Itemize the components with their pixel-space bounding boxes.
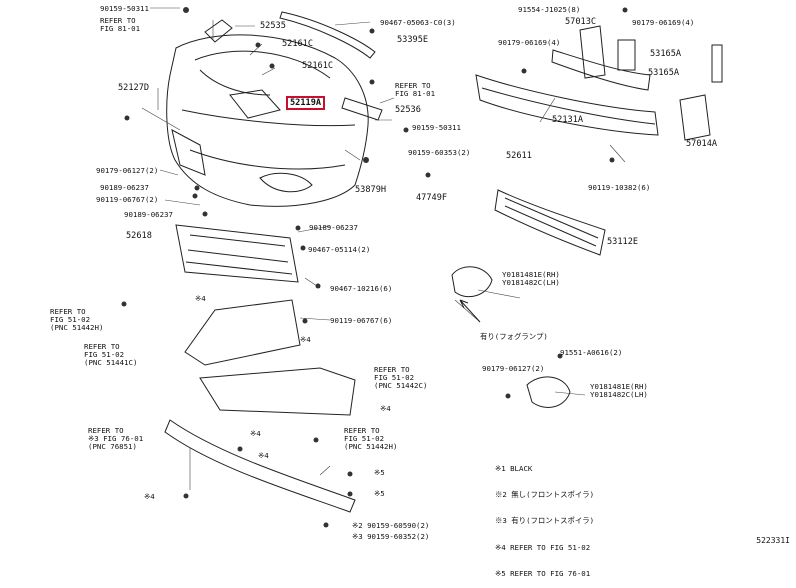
callout-90159-60590: ※2 90159-60590(2) bbox=[352, 521, 430, 530]
callout-refer-pnc-51441c: REFER TO FIG 51-02 (PNC 51441C) bbox=[84, 342, 138, 367]
leader-lines bbox=[141, 7, 626, 490]
callout-refer-fig-81-01: REFER TO FIG 81-01 bbox=[100, 16, 141, 33]
bumper-arm-drawing bbox=[551, 25, 723, 141]
callout-47749f: 47749F bbox=[416, 193, 448, 203]
legend-item-1: ※1 BLACK bbox=[495, 463, 533, 473]
callout-91554-j1025: 91554-J1025(8) bbox=[518, 5, 581, 14]
callout-90119-06767: 90119-06767(2) bbox=[96, 195, 159, 204]
legend-item-2: ※2 無し(フロントスポイラ) bbox=[495, 489, 595, 499]
callout-note5-b: ※5 bbox=[374, 489, 385, 498]
callout-52611: 52611 bbox=[506, 151, 532, 161]
callout-90179-06127-b: 90179-06127(2) bbox=[482, 364, 545, 373]
callout-refer-pnc-51442h: REFER TO FIG 51-02 (PNC 51442H) bbox=[50, 307, 104, 332]
callout-90179-06127: 90179-06127(2) bbox=[96, 166, 159, 175]
callout-53395e: 53395E bbox=[397, 35, 429, 45]
callout-90159-50311: 90159-50311 bbox=[100, 4, 149, 13]
fog-bezel-drawing bbox=[451, 266, 493, 298]
callout-refer-pnc-51442c: REFER TO FIG 51-02 (PNC 51442C) bbox=[374, 365, 428, 390]
callout-note4-d: ※4 bbox=[250, 429, 261, 438]
callout-90189-06237-a: 90189-06237 bbox=[100, 183, 149, 192]
callout-52161c-2: 52161C bbox=[302, 61, 334, 71]
callout-90159-50311-b: 90159-50311 bbox=[412, 123, 461, 132]
callout-52131a: 52131A bbox=[552, 115, 584, 125]
parts-diagram bbox=[121, 7, 723, 528]
callout-52535: 52535 bbox=[260, 21, 286, 31]
callout-90467-10216: 90467-10216(6) bbox=[330, 284, 393, 293]
callout-note4-a: ※4 bbox=[195, 294, 206, 303]
legend-item-5: ※5 REFER TO FIG 76-01 bbox=[495, 569, 591, 579]
callout-refer-pnc-51442h-b: REFER TO FIG 51-02 (PNC 51442H) bbox=[344, 426, 398, 451]
bumper-cover-drawing bbox=[166, 19, 369, 207]
callout-90467-05114: 90467-05114(2) bbox=[308, 245, 371, 254]
callout-90189-06237-b: 90189-06237 bbox=[124, 210, 173, 219]
callout-y0181481e-b: Y0181481E(RH) Y0181482C(LH) bbox=[590, 382, 648, 399]
callout-53879h: 53879H bbox=[355, 185, 387, 195]
callout-91551-a0616: 91551-A0616(2) bbox=[560, 348, 623, 357]
callout-52536: 52536 bbox=[395, 105, 421, 115]
callout-y0181481e-a: Y0181481E(RH) Y0181482C(LH) bbox=[502, 270, 560, 287]
callout-90467-05063: 90467-05063-C0(3) bbox=[380, 18, 456, 27]
diagram-id: 522331I bbox=[756, 536, 790, 545]
legend-item-3: ※3 有り(フロントスポイラ) bbox=[495, 516, 595, 526]
clip-52536-drawing bbox=[341, 97, 383, 121]
callout-refer-fig-81-01-b: REFER TO FIG 81-01 bbox=[395, 81, 436, 98]
reinforcement-drawing bbox=[475, 74, 659, 136]
callout-fog-lamp-note: 有り(フォグランプ) bbox=[480, 332, 548, 341]
callout-note5-a: ※5 bbox=[374, 468, 385, 477]
molding-strip-drawing bbox=[279, 11, 376, 59]
callout-note4-c: ※4 bbox=[380, 404, 391, 413]
callout-90179-06169-b: 90179-06169(4) bbox=[632, 18, 695, 27]
callout-note4-b: ※4 bbox=[300, 335, 311, 344]
callout-53165a-2: 53165A bbox=[648, 68, 680, 78]
callout-90159-60353: 90159-60353(2) bbox=[408, 148, 471, 157]
callout-52127d: 52127D bbox=[118, 83, 150, 93]
callout-57013c: 57013C bbox=[565, 17, 597, 27]
callout-90179-06169-a: 90179-06169(4) bbox=[498, 38, 561, 47]
callout-53165a: 53165A bbox=[650, 49, 682, 59]
under-cover-drawing bbox=[164, 224, 356, 513]
fog-arrow bbox=[459, 299, 481, 323]
callout-52161c: 52161C bbox=[282, 39, 314, 49]
callout-53112e: 53112E bbox=[607, 237, 639, 247]
callout-90159-60352: ※3 90159-60352(2) bbox=[352, 532, 430, 541]
callout-note4-e: ※4 bbox=[258, 451, 269, 460]
callout-note4-f: ※4 bbox=[144, 492, 155, 501]
callout-52618: 52618 bbox=[126, 231, 152, 241]
callout-90119-10382: 90119-10382(6) bbox=[588, 183, 651, 192]
callout-57014a: 57014A bbox=[686, 139, 718, 149]
callout-90189-06237-c: 90189-06237 bbox=[309, 223, 358, 232]
legend-item-4: ※4 REFER TO FIG 51-02 bbox=[495, 542, 591, 552]
fasteners bbox=[121, 7, 628, 528]
callout-52119a-highlight: 52119A bbox=[286, 96, 326, 110]
fog-bezel-2-drawing bbox=[526, 376, 571, 408]
callout-refer-pnc-76851: REFER TO ※3 FIG 76-01 (PNC 76851) bbox=[88, 426, 144, 451]
callout-90119-06767-b: 90119-06767(6) bbox=[330, 316, 393, 325]
legend: ※1 BLACK ※2 無し(フロントスポイラ) ※3 有り(フロントスポイラ)… bbox=[495, 447, 594, 588]
lower-grille-drawing bbox=[494, 189, 606, 256]
